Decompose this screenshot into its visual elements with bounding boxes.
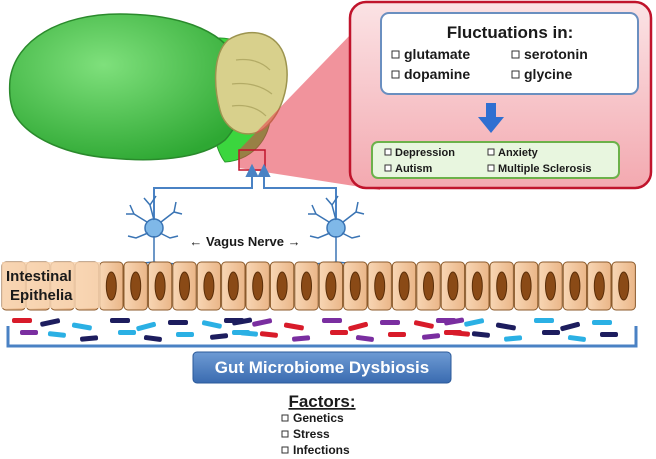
disorder-item: Depression	[395, 147, 455, 159]
bacterium	[12, 318, 32, 323]
bacterium	[143, 335, 162, 342]
bacterium	[259, 331, 278, 338]
cell-nucleus	[471, 271, 483, 301]
cell-nucleus	[227, 271, 239, 301]
cell-nucleus	[349, 271, 361, 301]
cell-nucleus	[154, 271, 166, 301]
cell-nucleus	[496, 271, 508, 301]
factor-item: Genetics	[293, 411, 344, 425]
neurotransmitter-item: glutamate	[404, 46, 470, 62]
epithelia-label: Epithelia	[10, 287, 73, 304]
bacterium	[71, 322, 92, 331]
cell-nucleus	[423, 271, 434, 301]
bacterium	[80, 335, 99, 342]
disorder-item: Multiple Sclerosis	[498, 163, 592, 175]
bacterium	[201, 320, 222, 329]
cerebrum	[8, 13, 246, 161]
bacterium	[283, 322, 304, 331]
neurotransmitter-item: dopamine	[404, 66, 470, 82]
bacterium	[292, 335, 311, 342]
bacterium	[224, 318, 244, 323]
bacterium	[252, 318, 273, 327]
bacterium	[600, 332, 618, 337]
cell-nucleus	[618, 271, 630, 301]
intestinal-label: Intestinal	[6, 268, 72, 285]
cell-nucleus	[325, 271, 337, 301]
neuron-left	[126, 195, 183, 273]
bacterium	[388, 332, 406, 337]
bacterium	[504, 335, 523, 342]
info-panel: Fluctuations in: glutamate serotonin dop…	[348, 0, 653, 190]
cell-nucleus	[179, 271, 190, 301]
bacterium	[436, 318, 456, 323]
cell-nucleus	[569, 271, 581, 301]
cell-nucleus	[398, 271, 410, 301]
neurotransmitter-item: serotonin	[524, 46, 588, 62]
dysbiosis-label: Gut Microbiome Dysbiosis	[215, 358, 429, 377]
neurotransmitter-item: glycine	[524, 66, 572, 82]
microbiome-bracket	[6, 326, 638, 348]
factors-title: Factors:	[288, 392, 355, 411]
bacterium	[20, 330, 38, 335]
mouse-brain	[8, 13, 288, 163]
bacterium	[495, 322, 516, 331]
bacterium	[40, 318, 61, 327]
vagus-nerve-connection	[153, 163, 337, 228]
cell-nucleus	[130, 271, 142, 301]
down-arrow-icon	[478, 103, 504, 133]
bacterium	[534, 318, 554, 323]
bacterium	[47, 331, 66, 338]
vagus-nerve-label: ← Vagus Nerve →	[189, 234, 300, 249]
factors-list: Factors: Genetics Stress Infections	[281, 392, 356, 457]
bacterium	[422, 333, 441, 340]
factor-item: Infections	[293, 443, 350, 457]
bacterium	[380, 320, 400, 325]
bacterium	[355, 335, 374, 342]
panel-title: Fluctuations in:	[447, 23, 574, 42]
cell-nucleus	[301, 271, 312, 301]
bacterium	[464, 318, 485, 327]
bacterium	[176, 332, 194, 337]
gut-bacteria	[12, 317, 618, 342]
bacterium	[592, 320, 612, 325]
bacterium	[110, 318, 130, 323]
disorder-box	[371, 141, 620, 179]
cell-nucleus	[276, 271, 288, 301]
cell-nucleus	[252, 271, 264, 301]
cell-nucleus	[203, 271, 215, 301]
dysbiosis-banner: Gut Microbiome Dysbiosis	[192, 351, 452, 384]
bacterium	[348, 321, 368, 332]
disorder-item: Autism	[395, 163, 433, 175]
factor-item: Stress	[293, 427, 330, 441]
cell-nucleus	[593, 271, 605, 301]
cell-nucleus	[520, 271, 532, 301]
bacterium	[168, 320, 188, 325]
cell-nucleus	[545, 271, 556, 301]
bacterium	[542, 330, 560, 335]
bacterium	[232, 330, 250, 335]
bacterium	[471, 331, 490, 338]
bacterium	[322, 318, 342, 323]
bacterium	[413, 320, 434, 329]
bacterium	[444, 330, 462, 335]
disorder-item: Anxiety	[498, 147, 539, 159]
bacterium	[567, 335, 586, 342]
bacterium	[136, 321, 156, 332]
cell-nucleus	[447, 271, 459, 301]
cell-nucleus	[374, 271, 386, 301]
cell-nucleus	[105, 271, 117, 301]
bacterium	[560, 321, 580, 332]
bacterium	[118, 330, 136, 335]
bacterium	[210, 333, 229, 340]
neurotransmitter-box	[380, 12, 639, 95]
bacterium	[330, 330, 348, 335]
